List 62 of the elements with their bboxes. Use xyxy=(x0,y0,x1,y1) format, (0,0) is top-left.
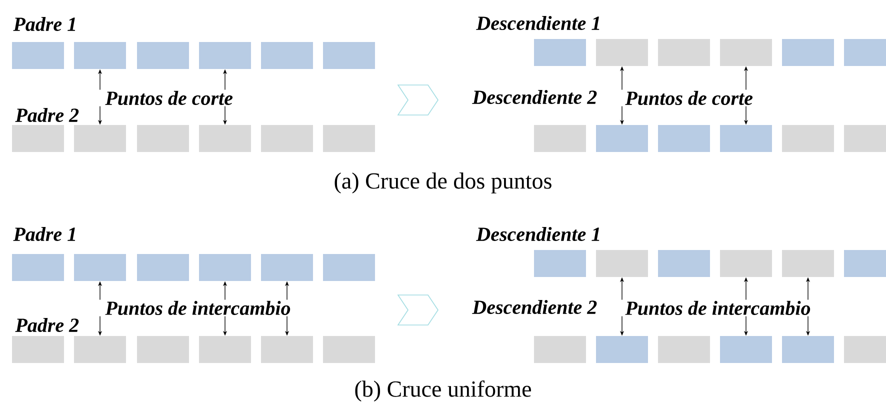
gene-box xyxy=(12,254,64,281)
row-heading: Padre 2 xyxy=(15,108,79,122)
gene-box xyxy=(596,39,648,66)
row-heading: Descendiente 2 xyxy=(472,300,597,314)
gene-box xyxy=(12,125,64,152)
gene-box xyxy=(323,254,375,281)
gene-box xyxy=(137,336,189,363)
cut-point-label: Puntos de intercambio xyxy=(105,300,290,316)
row-heading: Padre 2 xyxy=(15,318,79,332)
gene-box xyxy=(323,336,375,363)
gene-box xyxy=(844,125,886,152)
gene-box xyxy=(137,42,189,69)
gene-box xyxy=(137,254,189,281)
gene-box xyxy=(74,336,126,363)
gene-box xyxy=(261,42,313,69)
gene-box xyxy=(782,125,834,152)
gene-box xyxy=(596,336,648,363)
row-heading: Padre 1 xyxy=(13,226,76,242)
gene-box xyxy=(720,250,772,277)
gene-box xyxy=(658,336,710,363)
gene-box xyxy=(74,42,126,69)
gene-box xyxy=(199,336,251,363)
gene-box xyxy=(782,250,834,277)
caption: (b) Cruce uniforme xyxy=(355,380,531,402)
gene-box xyxy=(534,125,586,152)
gene-box xyxy=(261,125,313,152)
gene-box xyxy=(199,42,251,69)
gene-box xyxy=(596,125,648,152)
row-heading: Descendiente 2 xyxy=(472,90,597,104)
gene-box xyxy=(534,39,586,66)
gene-box xyxy=(658,250,710,277)
cut-point-label: Puntos de corte xyxy=(105,90,233,106)
gene-box xyxy=(658,125,710,152)
gene-box xyxy=(844,250,886,277)
row-heading: Descendiente 1 xyxy=(476,226,600,242)
gene-box xyxy=(74,125,126,152)
gene-box xyxy=(261,336,313,363)
gene-box xyxy=(596,250,648,277)
gene-box xyxy=(323,42,375,69)
gene-box xyxy=(844,336,886,363)
gene-box xyxy=(323,125,375,152)
gene-box xyxy=(12,336,64,363)
gene-box xyxy=(844,39,886,66)
gene-box xyxy=(534,250,586,277)
gene-box xyxy=(782,39,834,66)
gene-box xyxy=(199,125,251,152)
gene-box xyxy=(137,125,189,152)
gene-box xyxy=(720,336,772,363)
row-heading: Padre 1 xyxy=(13,16,76,32)
gene-box xyxy=(74,254,126,281)
gene-box xyxy=(782,336,834,363)
gene-box xyxy=(720,39,772,66)
cut-point-label: Puntos de intercambio xyxy=(625,300,810,316)
gene-box xyxy=(658,39,710,66)
gene-box xyxy=(199,254,251,281)
cut-point-label: Puntos de corte xyxy=(625,90,753,106)
gene-box xyxy=(261,254,313,281)
row-heading: Descendiente 1 xyxy=(476,16,600,30)
gene-box xyxy=(534,336,586,363)
gene-box xyxy=(720,125,772,152)
caption: (a) Cruce de dos puntos xyxy=(334,172,552,194)
gene-box xyxy=(12,42,64,69)
